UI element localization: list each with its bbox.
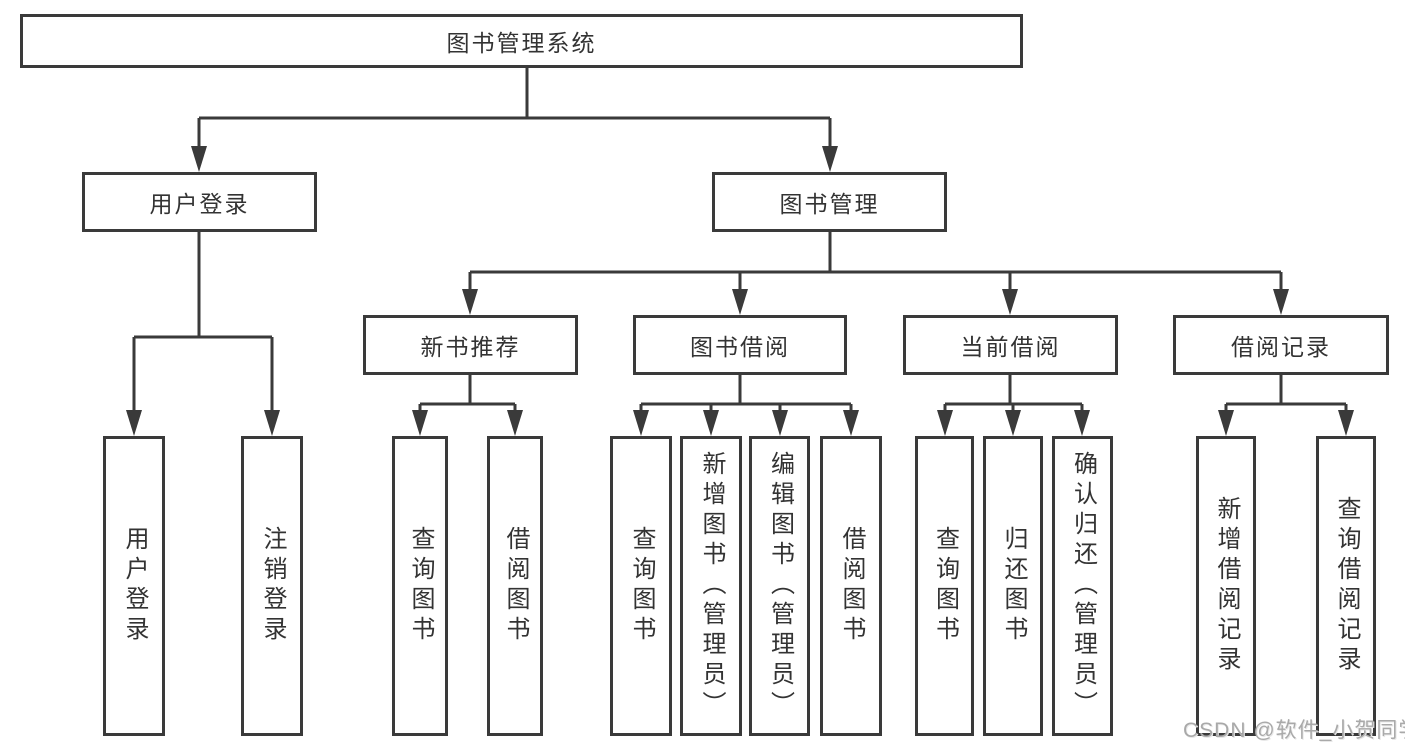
node-current-query-books: 查询图书 (915, 436, 974, 736)
node-records-query-record: 查询借阅记录 (1316, 436, 1376, 736)
node-borrow-query-books: 查询图书 (610, 436, 672, 736)
node-borrow-borrow-books: 借阅图书 (820, 436, 882, 736)
node-new-book-recommend-label: 新书推荐 (420, 334, 521, 360)
node-login-label: 用户登录 (121, 526, 148, 646)
node-current-borrowing: 当前借阅 (903, 315, 1118, 375)
node-recommend-borrow-books: 借阅图书 (487, 436, 543, 736)
node-library-system: 图书管理系统 (20, 14, 1023, 68)
node-user-login-label: 用户登录 (149, 191, 250, 217)
node-current-confirm-return-admin-label: 确认归还（管理员） (1069, 451, 1097, 721)
node-borrow-edit-books-admin: 编辑图书（管理员） (749, 436, 810, 736)
node-borrowing-records-label: 借阅记录 (1231, 334, 1331, 360)
node-borrowing-records: 借阅记录 (1173, 315, 1389, 375)
node-logout-label: 注销登录 (259, 526, 286, 646)
node-records-add-record-label: 新增借阅记录 (1213, 496, 1240, 676)
node-records-add-record: 新增借阅记录 (1196, 436, 1256, 736)
node-borrow-query-books-label: 查询图书 (628, 526, 655, 646)
node-current-borrowing-label: 当前借阅 (960, 334, 1061, 360)
node-book-borrowing: 图书借阅 (633, 315, 847, 375)
node-borrow-add-books-admin: 新增图书（管理员） (680, 436, 742, 736)
node-current-query-books-label: 查询图书 (931, 526, 959, 646)
node-new-book-recommend: 新书推荐 (363, 315, 578, 375)
node-recommend-borrow-books-label: 借阅图书 (502, 526, 529, 646)
node-library-system-label: 图书管理系统 (446, 30, 597, 56)
node-logout: 注销登录 (241, 436, 303, 736)
node-borrow-add-books-admin-label: 新增图书（管理员） (698, 451, 725, 721)
node-user-login: 用户登录 (82, 172, 317, 232)
node-borrow-edit-books-admin-label: 编辑图书（管理员） (766, 451, 794, 721)
node-book-management: 图书管理 (712, 172, 947, 232)
node-current-confirm-return-admin: 确认归还（管理员） (1052, 436, 1113, 736)
node-login: 用户登录 (103, 436, 165, 736)
node-recommend-query-books: 查询图书 (392, 436, 448, 736)
node-borrow-borrow-books-label: 借阅图书 (838, 526, 865, 646)
node-records-query-record-label: 查询借阅记录 (1333, 496, 1360, 676)
node-current-return-books: 归还图书 (983, 436, 1043, 736)
node-current-return-books-label: 归还图书 (1000, 526, 1027, 646)
node-recommend-query-books-label: 查询图书 (407, 526, 434, 646)
node-book-management-label: 图书管理 (779, 191, 880, 217)
arrowheads (126, 146, 1354, 436)
node-book-borrowing-label: 图书借阅 (690, 334, 790, 360)
watermark: CSDN @软件_小贺同学 (1183, 719, 1405, 742)
